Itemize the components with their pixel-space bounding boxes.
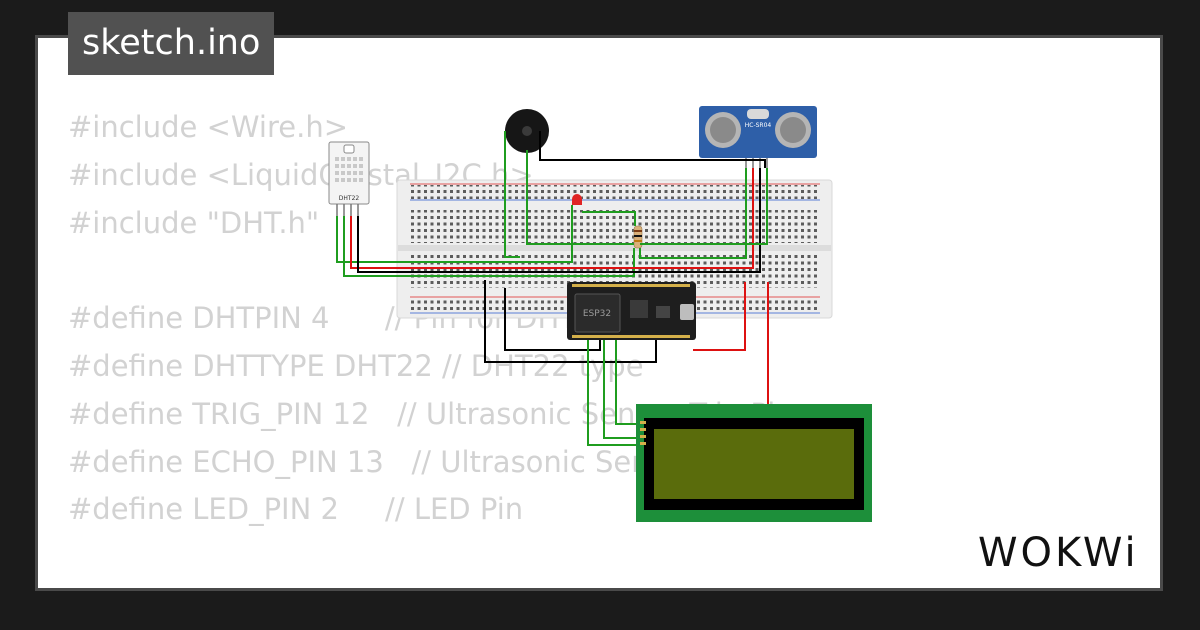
esp32-label: ESP32 (583, 309, 611, 319)
dht22-sensor: DHT22 (328, 141, 370, 216)
file-name: sketch.ino (82, 23, 261, 63)
ultrasonic-label: HC-SR04 (745, 122, 772, 129)
wokwi-logo-text: WOKWi (978, 530, 1139, 576)
ultrasonic-sensor: HC-SR04 (699, 106, 817, 168)
code-line: #include <Wire.h> (68, 110, 349, 144)
wokwi-logo: WOKWi (978, 530, 1139, 576)
code-line: DHT dht(DHTPIN, DHTTYPE); (68, 582, 827, 589)
code-line: #define LED_PIN 2 // LED Pin (68, 492, 524, 527)
code-line: #define DHTTYPE DHT22 // DHT22 type (68, 348, 644, 383)
lcd-display (636, 404, 872, 522)
esp32-board: ESP32 (567, 282, 696, 340)
dht22-label: DHT22 (339, 195, 360, 202)
preview-card: #include <Wire.h>#include <LiquidCrystal… (35, 35, 1163, 591)
resistor (633, 225, 643, 249)
led (572, 194, 582, 205)
file-title-tab: sketch.ino (68, 12, 275, 75)
buzzer (505, 109, 549, 153)
code-line: #include "DHT.h" (68, 205, 320, 240)
